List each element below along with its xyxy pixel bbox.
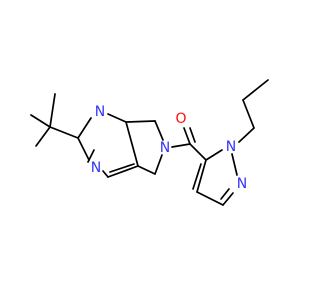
bond-propyl-c1-c2 [242, 99, 255, 129]
bond-c4p-c3p [196, 191, 224, 206]
bond-tbutyl-c2 [49, 126, 79, 139]
bond-c3p-n2p [222, 192, 234, 206]
bond-methyl-1 [30, 114, 51, 128]
atom-label-n1-pyrazole: N [226, 139, 236, 155]
bond-carbonyl-o-double [189, 127, 196, 143]
bond-c5p-n1p [205, 149, 223, 161]
bond-carbonyl-o [183, 127, 191, 145]
bond-c5p-c4p [196, 159, 207, 193]
bond-c2-n1 [77, 117, 92, 139]
bond-c5-c4a [137, 165, 156, 175]
bond-n6-c5 [154, 154, 163, 175]
bond-c7-n6 [154, 120, 164, 141]
background [0, 0, 300, 300]
bond-n6-carbonyl [171, 143, 191, 148]
bond-n2p-n1p [231, 153, 238, 176]
bond-c4a-c7a [125, 121, 139, 167]
bond-c3p-n2p-double [220, 188, 230, 200]
bond-carbonyl-c5p [189, 143, 207, 161]
atom-label-oxygen: O [175, 111, 186, 127]
bond-c2-n3-double [87, 149, 95, 163]
atom-label-n3: N [91, 160, 101, 176]
bond-c7a-c7 [125, 120, 156, 123]
bond-propyl-c2-c3 [242, 79, 269, 101]
bond-methyl-3 [35, 126, 51, 147]
atom-label-n1: N [95, 104, 105, 120]
atom-label-n2-pyrazole: N [237, 176, 247, 192]
bond-c2-n3 [77, 137, 90, 161]
molecule-canvas: N N N O N N [0, 0, 300, 300]
bond-c4-c4a [107, 165, 139, 178]
bond-n1-c7a [107, 113, 127, 123]
bond-methyl-2 [49, 93, 56, 128]
bond-c4-c4a-double [109, 163, 135, 173]
bond-n1p-propyl-c1 [238, 127, 255, 143]
bond-c5p-c4p-double [192, 163, 202, 190]
bond-n3-c4 [102, 170, 109, 178]
molecule-structure: N N N O N N [0, 0, 300, 300]
atom-label-n6: N [160, 140, 170, 156]
